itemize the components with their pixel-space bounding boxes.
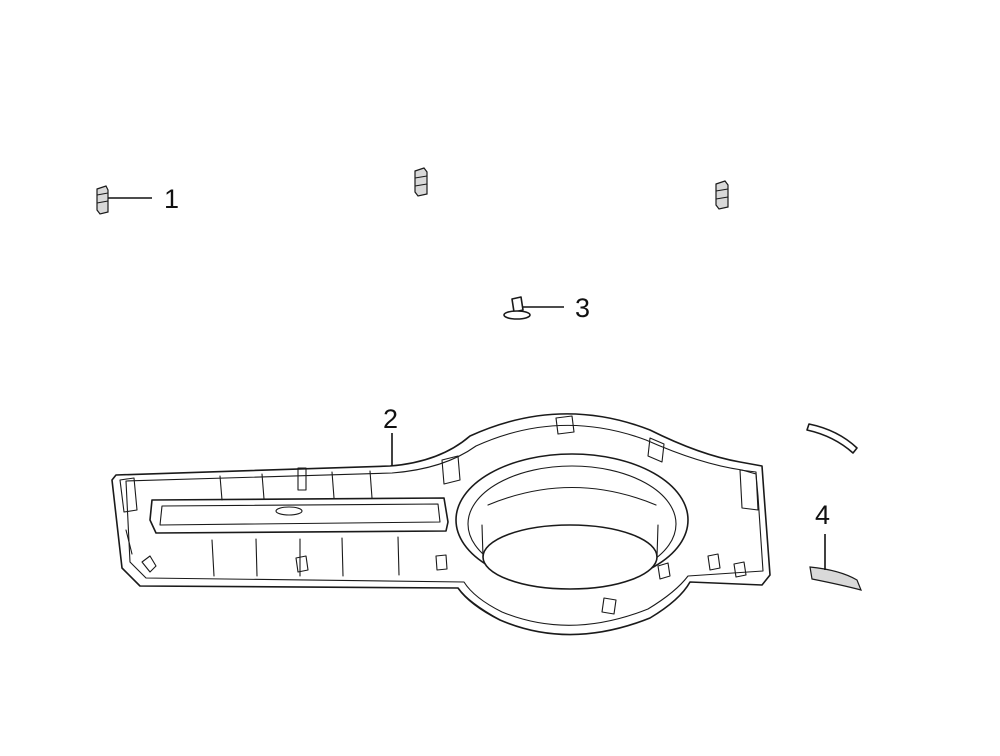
clip-part-1-center (414, 167, 428, 197)
clip-part-1-right (715, 180, 729, 210)
rivet-part-3 (503, 296, 531, 320)
trim-strip-part-4-lower (809, 566, 862, 591)
callout-label-4: 4 (815, 500, 830, 530)
trim-strip-part-4-upper (806, 423, 858, 454)
callout-label-3: 3 (575, 293, 590, 323)
clip-part-1-left (96, 185, 109, 215)
cover-housing-part-2 (111, 413, 771, 636)
callout-label-2: 2 (383, 404, 398, 434)
callout-label-1: 1 (164, 184, 179, 214)
